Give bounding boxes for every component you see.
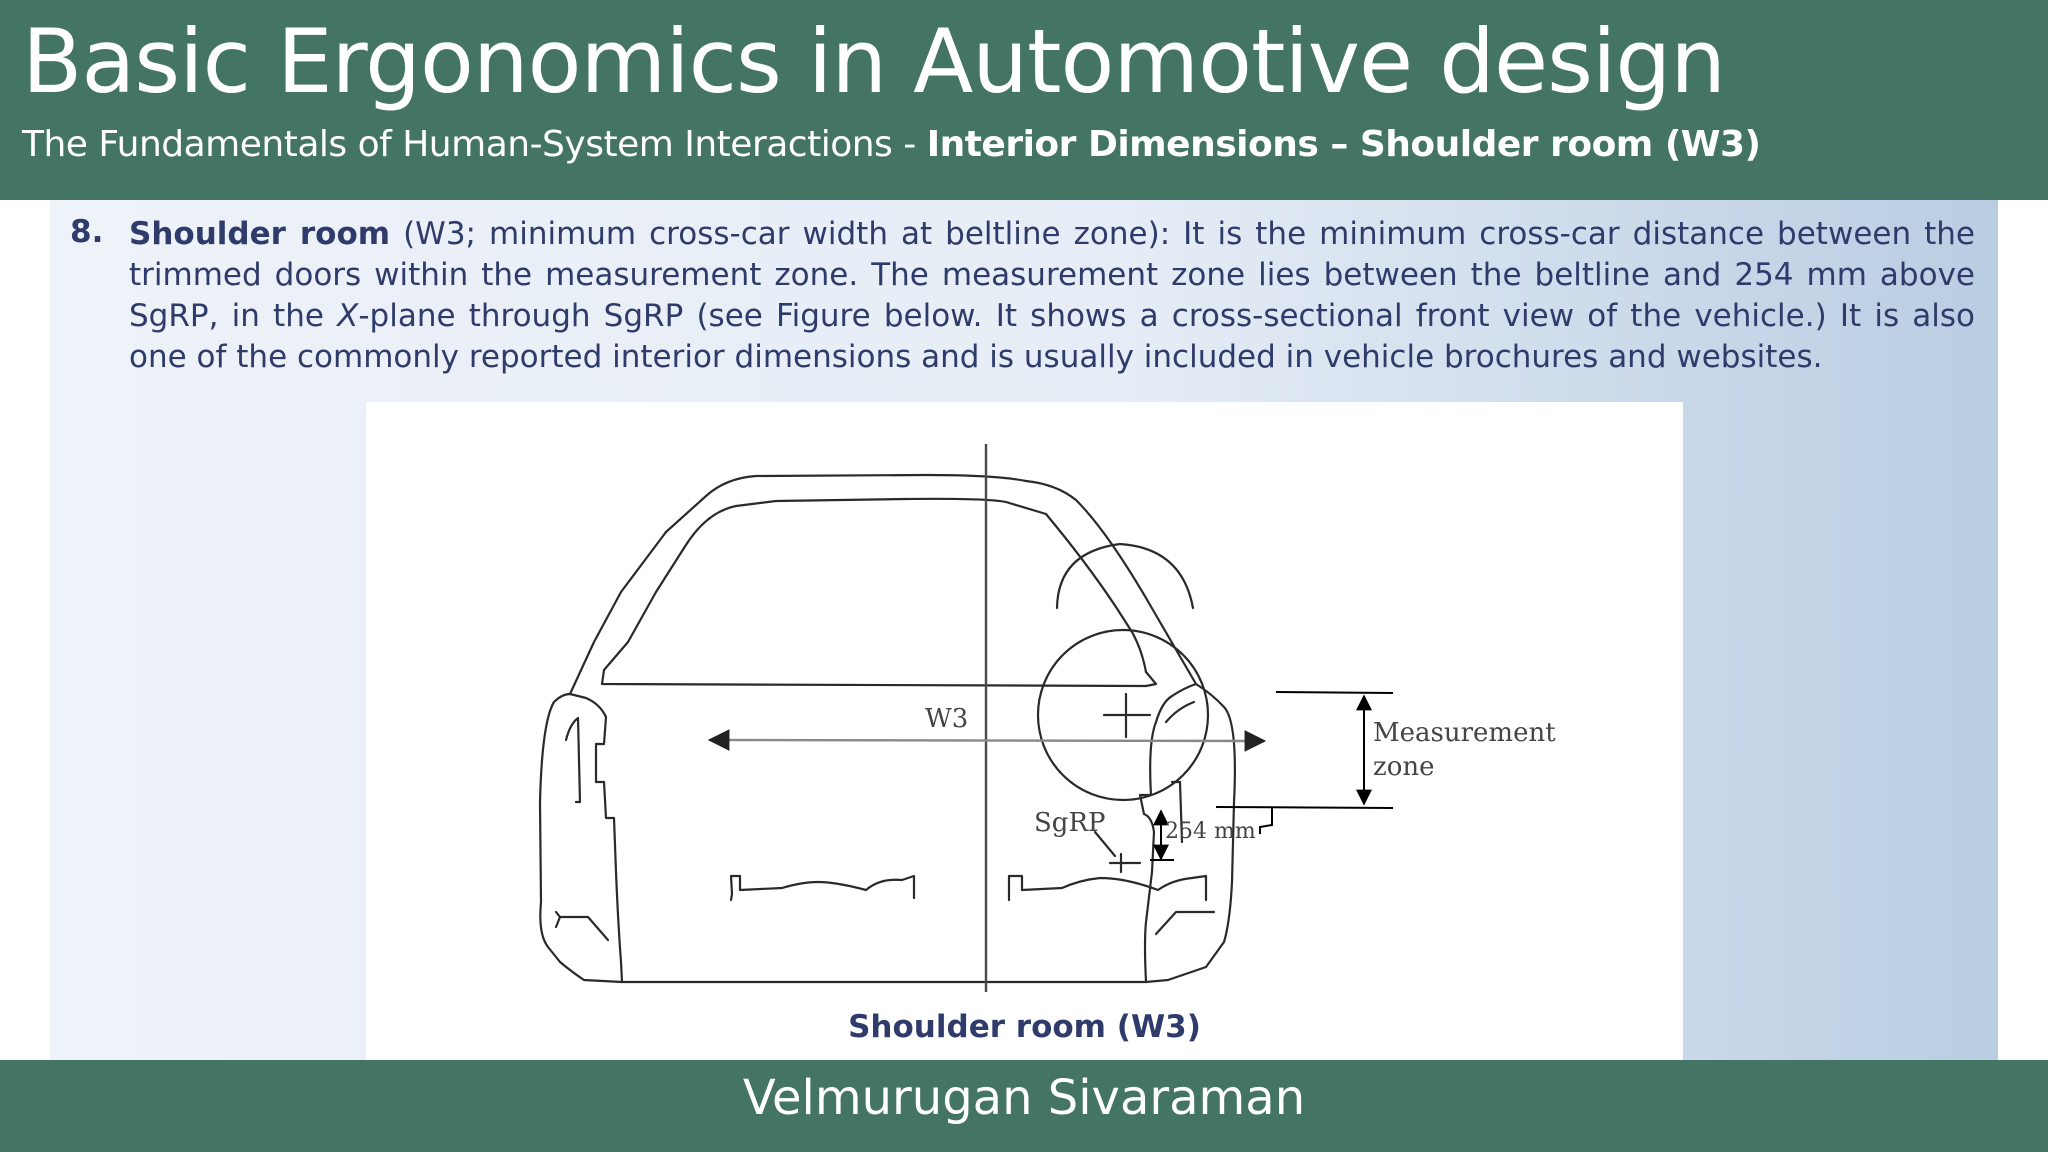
roof-inner xyxy=(682,497,1148,674)
head-circle xyxy=(1036,628,1210,802)
zone-label: zone xyxy=(1373,752,1434,782)
sgrp-ref-line xyxy=(1215,806,1394,809)
body-text-italic: X xyxy=(337,298,359,334)
slide-subtitle: The Fundamentals of Human-System Interac… xyxy=(22,124,1761,165)
figure-caption: Shoulder room (W3) xyxy=(848,1009,1201,1045)
body-text-2: -plane through SgRP (see Figure below. I… xyxy=(129,298,1975,375)
header-banner xyxy=(0,0,2048,200)
author-name: Velmurugan Sivaraman xyxy=(742,1070,1306,1126)
slide-title: Basic Ergonomics in Automotive design xyxy=(22,10,1726,113)
window-sill xyxy=(600,668,1158,688)
left-seat-cushion xyxy=(729,874,916,902)
dim-254-label: 254 mm xyxy=(1165,819,1256,844)
list-item-number: 8. xyxy=(70,214,104,250)
headroom-arc xyxy=(1055,542,1195,610)
measurement-label: Measurement xyxy=(1373,718,1556,748)
roof-outer xyxy=(664,473,1198,686)
body-paragraph: Shoulder room (W3; minimum cross-car wid… xyxy=(129,214,1975,378)
subtitle-prefix: The Fundamentals of Human-System Interac… xyxy=(22,124,927,165)
footer-banner xyxy=(0,1060,2048,1152)
vehicle-cross-section-diagram: W3 Measurement zone SgRP 254 mm xyxy=(538,444,1556,992)
w3-dimension-line xyxy=(707,729,1267,752)
subtitle-bold: Interior Dimensions – Shoulder room (W3) xyxy=(926,124,1761,165)
left-door-outline xyxy=(538,692,624,984)
body-text-1: (W3; minimum cross-car width at beltline… xyxy=(129,216,1976,334)
figure-panel: W3 Measurement zone SgRP 254 mm Shoulder… xyxy=(366,402,1683,1060)
sgrp-label: SgRP xyxy=(1034,808,1106,838)
right-seat-cushion xyxy=(1007,874,1208,902)
body-term: Shoulder room xyxy=(129,216,391,252)
head-center-cross xyxy=(1102,692,1152,739)
sgrp-marker xyxy=(1108,852,1142,874)
beltline-ref-line xyxy=(1275,691,1394,694)
w3-label: W3 xyxy=(925,704,968,734)
